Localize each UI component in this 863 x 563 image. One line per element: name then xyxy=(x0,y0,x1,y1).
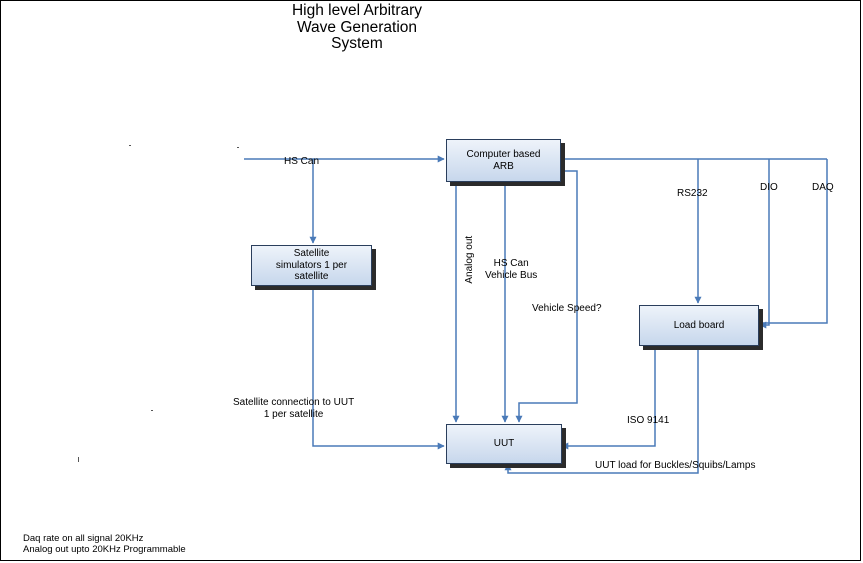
analog-out-label: Analog out xyxy=(464,235,476,284)
dio-label: DIO xyxy=(760,182,778,193)
load-board-label: Load board xyxy=(673,319,725,331)
load-board-box: Load board xyxy=(639,305,759,346)
arb-label-line-1: Computer based xyxy=(466,149,541,160)
title-line-1: High level Arbitrary xyxy=(291,2,423,19)
dio-connector xyxy=(759,159,770,329)
hs-can-vehicle-bus-line-2: Vehicle Bus xyxy=(485,269,538,281)
daq-label: DAQ xyxy=(812,182,834,193)
vehicle-speed-connector xyxy=(515,170,578,423)
diagram-title: High level Arbitrary Wave Generation Sys… xyxy=(237,2,477,53)
uut-load-connector xyxy=(504,346,699,474)
title-line-2: Wave Generation xyxy=(296,18,418,36)
uut-label: UUT xyxy=(493,438,515,450)
iso-9141-label: ISO 9141 xyxy=(627,415,670,426)
stray-mark xyxy=(78,457,79,462)
iso-9141-connector xyxy=(561,346,656,450)
arb-box: Computer based ARB xyxy=(446,139,561,182)
satellite-connection-line-2: 1 per satellite xyxy=(263,408,324,420)
satellite-label-line-3: satellite xyxy=(294,271,329,283)
rs232-label: RS232 xyxy=(677,188,708,199)
vehicle-speed-label: Vehicle Speed? xyxy=(532,303,602,314)
satellite-label-line-2: simulators 1 per xyxy=(275,259,348,271)
satellite-to-uut-connector xyxy=(312,288,445,450)
uut-box: UUT xyxy=(446,424,562,464)
satellite-connection-label: Satellite connection to UUT 1 per satell… xyxy=(233,397,354,420)
hs-can-label: HS Can xyxy=(284,156,320,167)
satellite-label-line-1: Satellite xyxy=(293,248,330,260)
title-line-3: System xyxy=(331,35,383,52)
uut-load-label: UUT load for Buckles/Squibs/Lamps xyxy=(595,460,756,471)
note-daq-rate: Daq rate on all signal 20KHz xyxy=(23,533,144,544)
notes-block: Daq rate on all signal 20KHz Analog out … xyxy=(23,533,186,555)
hs-can-vehicle-bus-label: HS Can Vehicle Bus xyxy=(485,258,537,281)
hs-can-vehicle-bus-line-1: HS Can xyxy=(493,258,529,269)
stray-mark xyxy=(237,147,239,148)
note-analog-out: Analog out upto 20KHz Programmable xyxy=(23,544,186,555)
daq-connector xyxy=(760,159,828,324)
arb-label-line-2: ARB xyxy=(493,160,514,172)
stray-mark xyxy=(129,145,131,146)
satellite-connection-line-1: Satellite connection to UUT xyxy=(233,397,355,408)
stray-mark xyxy=(151,410,153,411)
satellite-simulators-box: Satellite simulators 1 per satellite xyxy=(251,245,372,286)
